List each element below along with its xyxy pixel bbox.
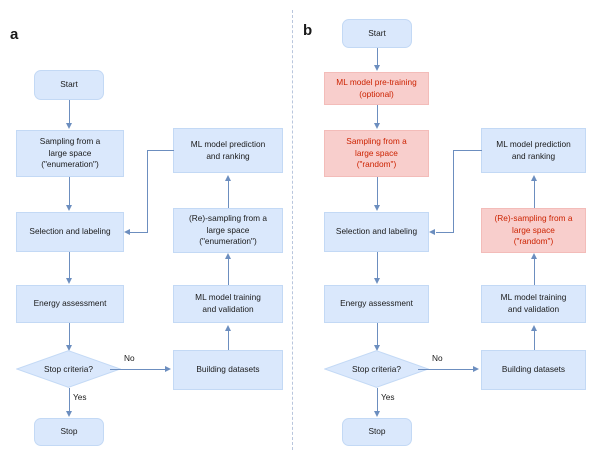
edge-a-training-to-resampling bbox=[227, 258, 229, 285]
node-a-resampling: (Re)-sampling from a large space ("enume… bbox=[173, 208, 283, 253]
diamond-shape-b bbox=[324, 350, 429, 388]
edge-b-sampling-to-selection bbox=[376, 177, 378, 206]
arrowhead-b-resampling-to-prediction bbox=[530, 175, 537, 181]
arrowhead-a-criteria-to-building bbox=[165, 365, 171, 372]
edge-a-sampling-to-selection bbox=[68, 177, 70, 206]
edge-a-energy-to-criteria bbox=[68, 323, 70, 347]
edge-b-start-to-pretraining bbox=[376, 48, 378, 67]
arrowhead-a-sampling-to-selection bbox=[65, 205, 72, 211]
panel-label-b: b bbox=[303, 22, 313, 39]
node-a-stop: Stop bbox=[34, 418, 104, 446]
arrowhead-a-resampling-to-prediction bbox=[224, 175, 231, 181]
node-a-start: Start bbox=[34, 70, 104, 100]
edge-a-feedback-top bbox=[147, 149, 174, 151]
node-b-training: ML model training and validation bbox=[481, 285, 586, 323]
node-b-stop-criteria-label: Stop criteria? bbox=[352, 364, 401, 374]
node-b-sampling: Sampling from a large space ("random") bbox=[324, 130, 429, 177]
node-a-energy: Energy assessment bbox=[16, 285, 124, 323]
edge-b-resampling-to-prediction bbox=[533, 180, 535, 208]
edge-label-a-no: No bbox=[124, 353, 135, 363]
node-b-prediction: ML model prediction and ranking bbox=[481, 128, 586, 173]
edge-b-feedback-bottom bbox=[436, 232, 454, 233]
panel-label-a: a bbox=[10, 26, 19, 43]
node-b-stop-criteria: Stop criteria? bbox=[324, 350, 429, 388]
arrowhead-b-start-to-pretraining bbox=[373, 65, 380, 71]
node-b-energy: Energy assessment bbox=[324, 285, 429, 323]
arrowhead-a-start-to-sampling bbox=[65, 123, 72, 129]
arrowhead-b-sampling-to-selection bbox=[373, 205, 380, 211]
arrowhead-b-criteria-to-stop bbox=[373, 411, 380, 417]
node-b-selection: Selection and labeling bbox=[324, 212, 429, 252]
arrowhead-b-energy-to-criteria bbox=[373, 345, 380, 351]
diamond-shape-a bbox=[16, 350, 121, 388]
edge-a-start-to-sampling bbox=[68, 100, 70, 124]
edge-a-selection-to-energy bbox=[68, 252, 70, 279]
node-b-start: Start bbox=[342, 19, 412, 48]
arrowhead-a-building-to-training bbox=[224, 325, 231, 331]
node-a-sampling: Sampling from a large space ("enumeratio… bbox=[16, 130, 124, 177]
node-a-building-datasets: Building datasets bbox=[173, 350, 283, 390]
arrowhead-b-feedback-to-selection bbox=[429, 228, 435, 235]
edge-b-energy-to-criteria bbox=[376, 323, 378, 347]
edge-label-b-no: No bbox=[432, 353, 443, 363]
edge-label-a-yes: Yes bbox=[73, 392, 87, 402]
node-a-stop-criteria: Stop criteria? bbox=[16, 350, 121, 388]
edge-b-feedback-vertical bbox=[453, 149, 454, 233]
node-a-stop-criteria-label: Stop criteria? bbox=[44, 364, 93, 374]
panel-divider bbox=[292, 10, 293, 450]
edge-a-criteria-to-stop bbox=[68, 388, 70, 412]
node-a-selection: Selection and labeling bbox=[16, 212, 124, 252]
arrowhead-b-training-to-resampling bbox=[530, 253, 537, 259]
arrowhead-b-building-to-training bbox=[530, 325, 537, 331]
edge-a-resampling-to-prediction bbox=[227, 180, 229, 208]
edge-b-criteria-to-stop bbox=[376, 388, 378, 412]
node-b-pretraining: ML model pre-training (optional) bbox=[324, 72, 429, 105]
node-b-stop: Stop bbox=[342, 418, 412, 446]
node-b-resampling: (Re)-sampling from a large space ("rando… bbox=[481, 208, 586, 253]
edge-a-building-to-training bbox=[227, 330, 229, 350]
node-b-building-datasets: Building datasets bbox=[481, 350, 586, 390]
edge-a-criteria-to-building bbox=[110, 369, 166, 370]
arrowhead-b-criteria-to-building bbox=[473, 365, 479, 372]
edge-b-building-to-training bbox=[533, 330, 535, 350]
edge-b-training-to-resampling bbox=[533, 258, 535, 285]
edge-a-feedback-vertical bbox=[147, 149, 148, 233]
arrowhead-b-pretraining-to-sampling bbox=[373, 123, 380, 129]
edge-b-criteria-to-building bbox=[418, 369, 474, 370]
edge-label-b-yes: Yes bbox=[381, 392, 395, 402]
node-a-prediction: ML model prediction and ranking bbox=[173, 128, 283, 173]
arrowhead-a-energy-to-criteria bbox=[65, 345, 72, 351]
edge-b-feedback-top bbox=[453, 149, 482, 151]
arrowhead-a-feedback-to-selection bbox=[124, 228, 130, 235]
node-a-training: ML model training and validation bbox=[173, 285, 283, 323]
arrowhead-b-selection-to-energy bbox=[373, 278, 380, 284]
arrowhead-a-training-to-resampling bbox=[224, 253, 231, 259]
edge-b-pretraining-to-sampling bbox=[376, 105, 378, 125]
arrowhead-a-criteria-to-stop bbox=[65, 411, 72, 417]
edge-b-selection-to-energy bbox=[376, 252, 378, 279]
edge-a-feedback-bottom bbox=[130, 232, 148, 233]
arrowhead-a-selection-to-energy bbox=[65, 278, 72, 284]
